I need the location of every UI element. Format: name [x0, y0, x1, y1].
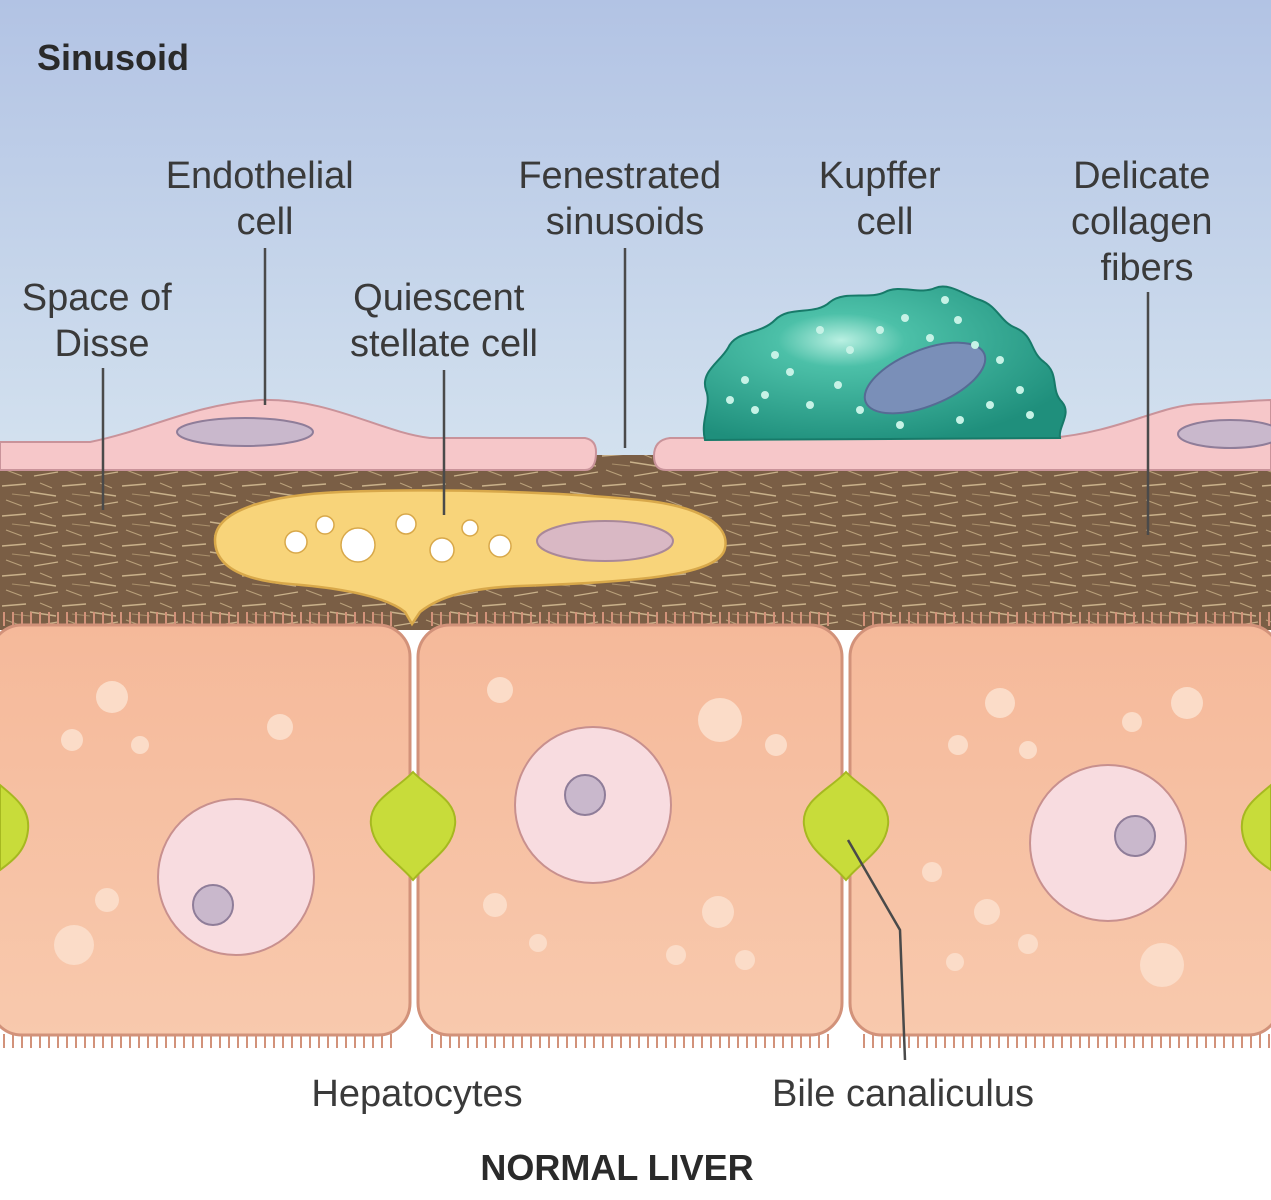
collagen-label-line1: Delicate: [1073, 155, 1210, 197]
kupffer-cell: [702, 285, 1067, 442]
bile-canaliculus-label: Bile canaliculus: [772, 1073, 1034, 1115]
page-bottom-background: [0, 1040, 1271, 1200]
kupffer-label-line1: Kupffer: [819, 155, 941, 197]
stellate-cell-label: Quiescent stellate cell: [350, 277, 538, 365]
leader-lines: [101, 248, 1150, 1061]
collagen-label-line2: collagen: [1071, 201, 1213, 243]
hepatocytes-layer: [0, 612, 1271, 1048]
bile-canaliculi: [0, 770, 1271, 882]
fenestrated-label-line1: Fenestrated: [518, 155, 721, 197]
collagen-fibers-label: Delicate collagen fibers: [1071, 155, 1223, 289]
stellate-nucleus: [536, 520, 674, 562]
disse-label-line1: Space of: [22, 277, 172, 319]
endothelial-lining: [0, 398, 1271, 471]
bile-canaliculus-right-edge: [1240, 783, 1271, 872]
bile-canaliculus-2: [802, 770, 890, 882]
stellate-label-line2: stellate cell: [350, 323, 538, 365]
sinusoid-label: Sinusoid: [37, 37, 189, 78]
hepatocyte-nucleolus-1: [192, 884, 234, 926]
hepatocyte-nucleolus-2: [564, 774, 606, 816]
stellate-cell: [213, 489, 727, 627]
bile-canaliculus-left-edge: [0, 783, 30, 872]
diagram-caption: NORMAL LIVER: [480, 1147, 753, 1188]
hepatocyte-nucleus-1: [157, 798, 315, 956]
kupffer-cell-label: Kupffer cell: [819, 155, 951, 243]
hepatocyte-nucleus-3: [1029, 764, 1187, 922]
endothelial-nucleus-right: [1177, 419, 1271, 449]
space-of-disse-label: Space of Disse: [22, 277, 183, 365]
kupffer-cell-body: [702, 285, 1067, 442]
hepatocyte-nucleolus-3: [1114, 815, 1156, 857]
kupffer-nucleus: [863, 341, 987, 415]
endothelial-label-line2: cell: [236, 201, 293, 243]
kupffer-label-line2: cell: [856, 201, 913, 243]
collagen-label-line3: fibers: [1101, 247, 1194, 289]
sinusoid-lumen: [0, 0, 1271, 470]
lipid-droplets: [284, 513, 512, 563]
bile-canaliculus-1: [369, 770, 457, 882]
microvilli: [3, 612, 1270, 1048]
stellate-label-line1: Quiescent: [353, 277, 525, 319]
endothelial-cell-right: [652, 398, 1271, 471]
endothelial-cell-label: Endothelial cell: [166, 155, 365, 243]
fenestrated-label-line2: sinusoids: [546, 201, 704, 243]
fenestrated-sinusoids-label: Fenestrated sinusoids: [518, 155, 731, 243]
disse-label-line2: Disse: [54, 323, 149, 365]
leader-bile: [846, 839, 907, 1061]
hepatocytes-label: Hepatocytes: [311, 1073, 522, 1115]
endothelial-label-line1: Endothelial: [166, 155, 354, 197]
endothelial-nucleus-left: [176, 417, 314, 447]
